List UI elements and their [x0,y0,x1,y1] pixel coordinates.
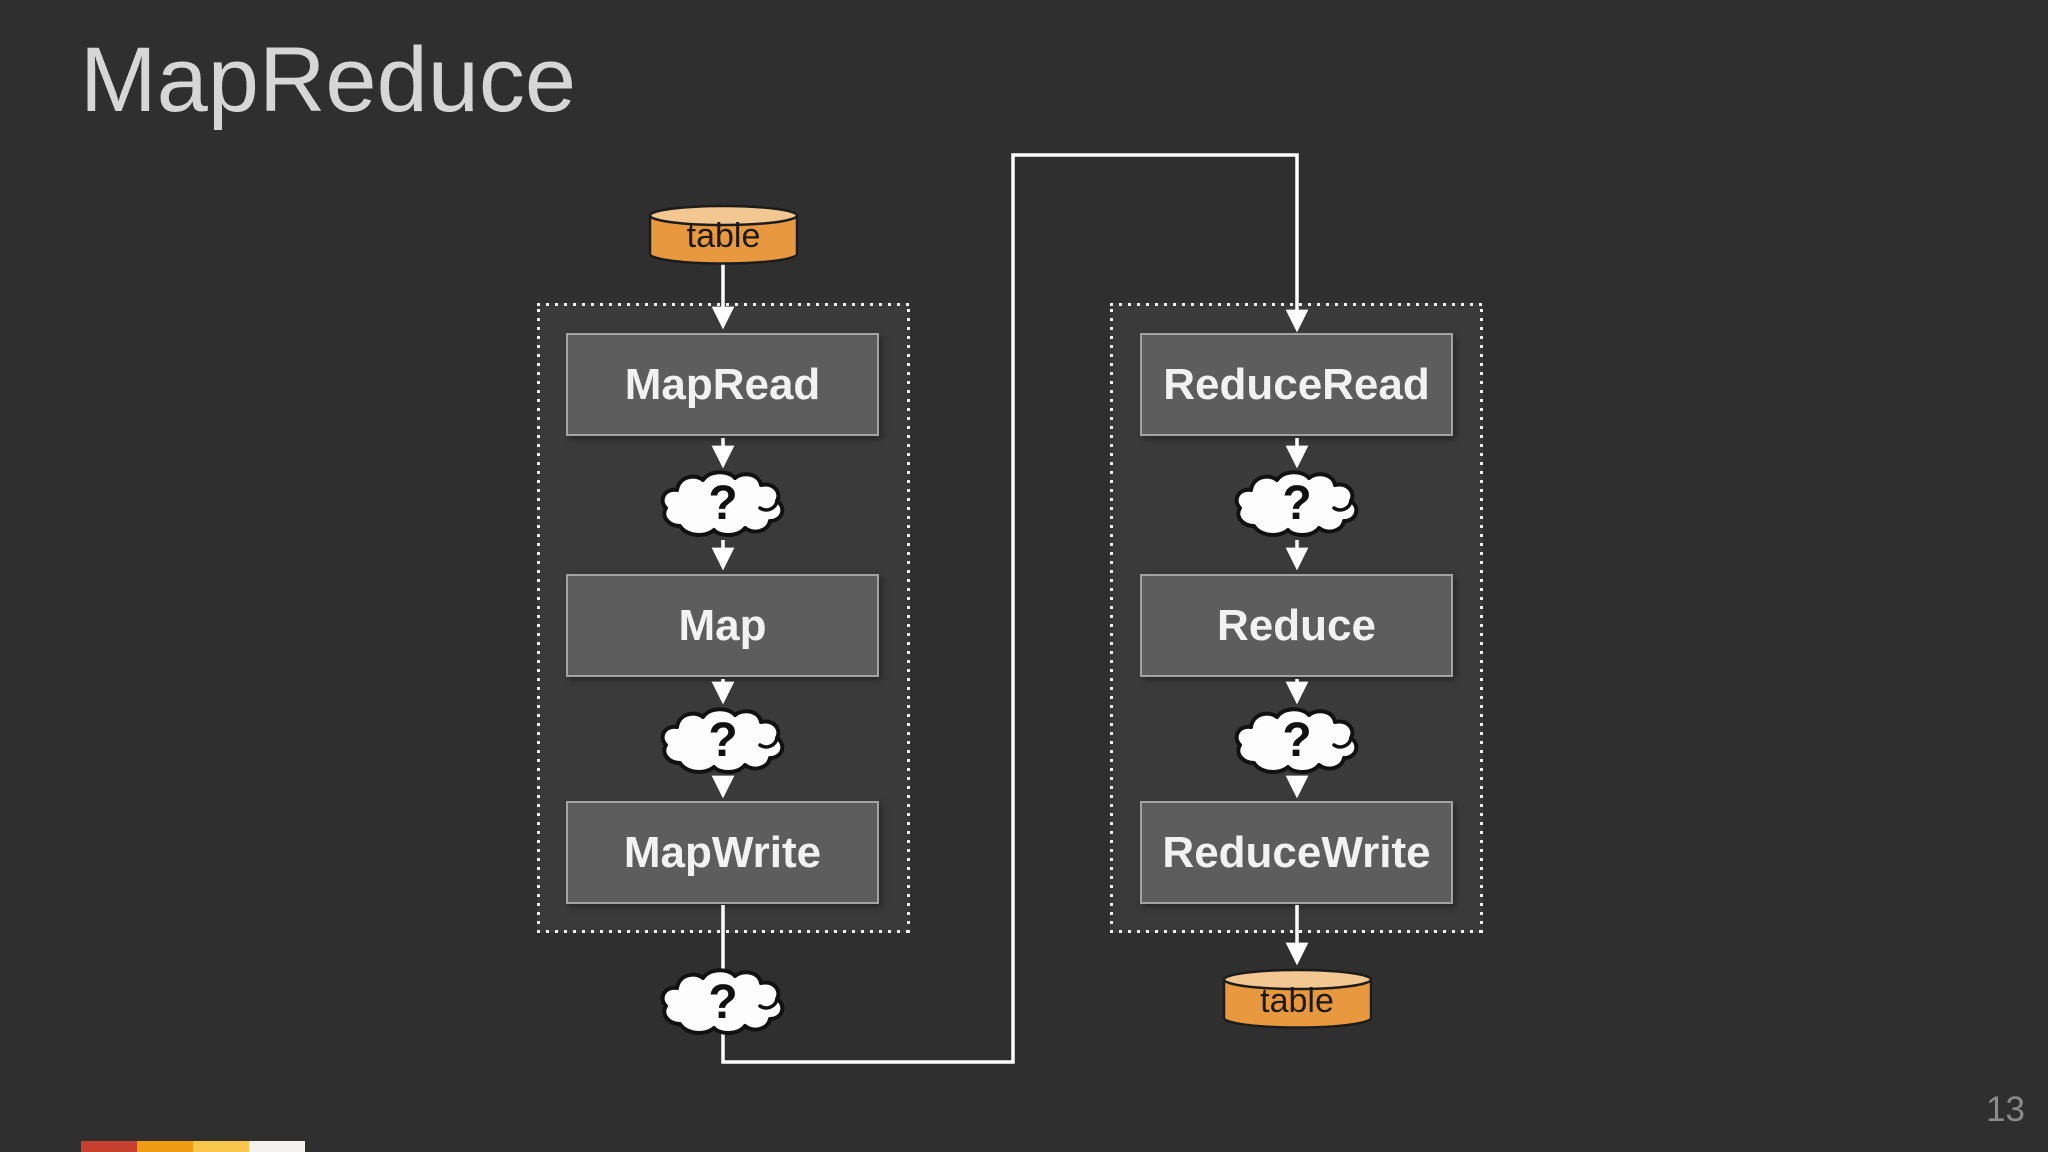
input-table-label: table [686,217,761,255]
footer-bar-red [81,1141,137,1152]
cloud-question-mark: ? [708,476,738,530]
slide-title: MapReduce [80,29,577,131]
reducewrite-step-box: ReduceWrite [1140,801,1453,904]
reduce-step-box: Reduce [1140,574,1453,677]
page-number: 13 [1986,1090,2025,1129]
output-table-label: table [1260,982,1334,1020]
cloud-question-mark: ? [1282,713,1312,767]
footer-bar-yellow [193,1141,249,1152]
reduceread-step-box: ReduceRead [1140,333,1453,436]
cloud-question-mark: ? [708,713,738,767]
cloud-question-mark: ? [1282,476,1312,530]
map-step-box: Map [566,574,879,677]
footer-bar-orange [137,1141,193,1152]
mapread-step-box: MapRead [566,333,879,436]
footer-accent-bars [81,1141,305,1152]
cloud-question-mark: ? [708,975,738,1029]
footer-bar-white [249,1141,305,1152]
mapwrite-step-box: MapWrite [566,801,879,904]
